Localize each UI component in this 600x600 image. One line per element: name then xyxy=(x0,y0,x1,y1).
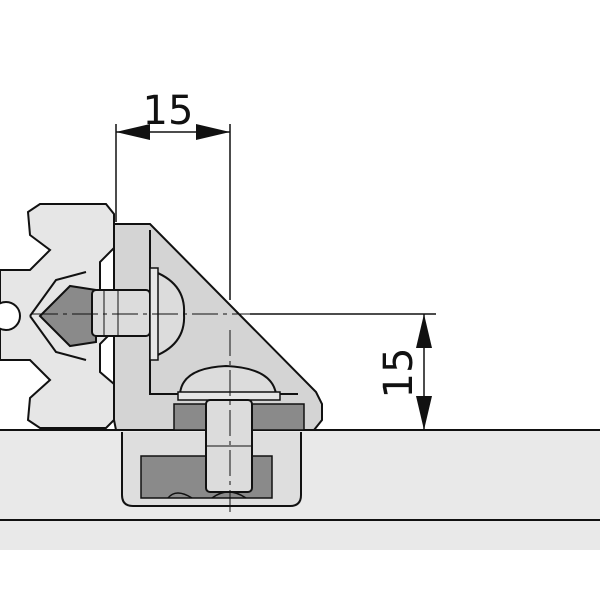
dim-v-arrow-top xyxy=(416,314,432,348)
profile-core-hole xyxy=(0,301,21,331)
vertical-screw-washer xyxy=(177,391,281,401)
dim-v-label: 15 xyxy=(376,348,422,399)
profile-groove-outline xyxy=(29,271,87,361)
dim-h-label: 15 xyxy=(143,88,194,134)
horizontal-screw-shank xyxy=(91,289,151,337)
dim-v-arrow-bottom xyxy=(416,396,432,430)
dim-h-arrow-left xyxy=(116,124,150,140)
dim-h-arrow-right xyxy=(196,124,230,140)
corner-bracket xyxy=(113,223,323,431)
vertical-screw-head xyxy=(178,364,278,395)
